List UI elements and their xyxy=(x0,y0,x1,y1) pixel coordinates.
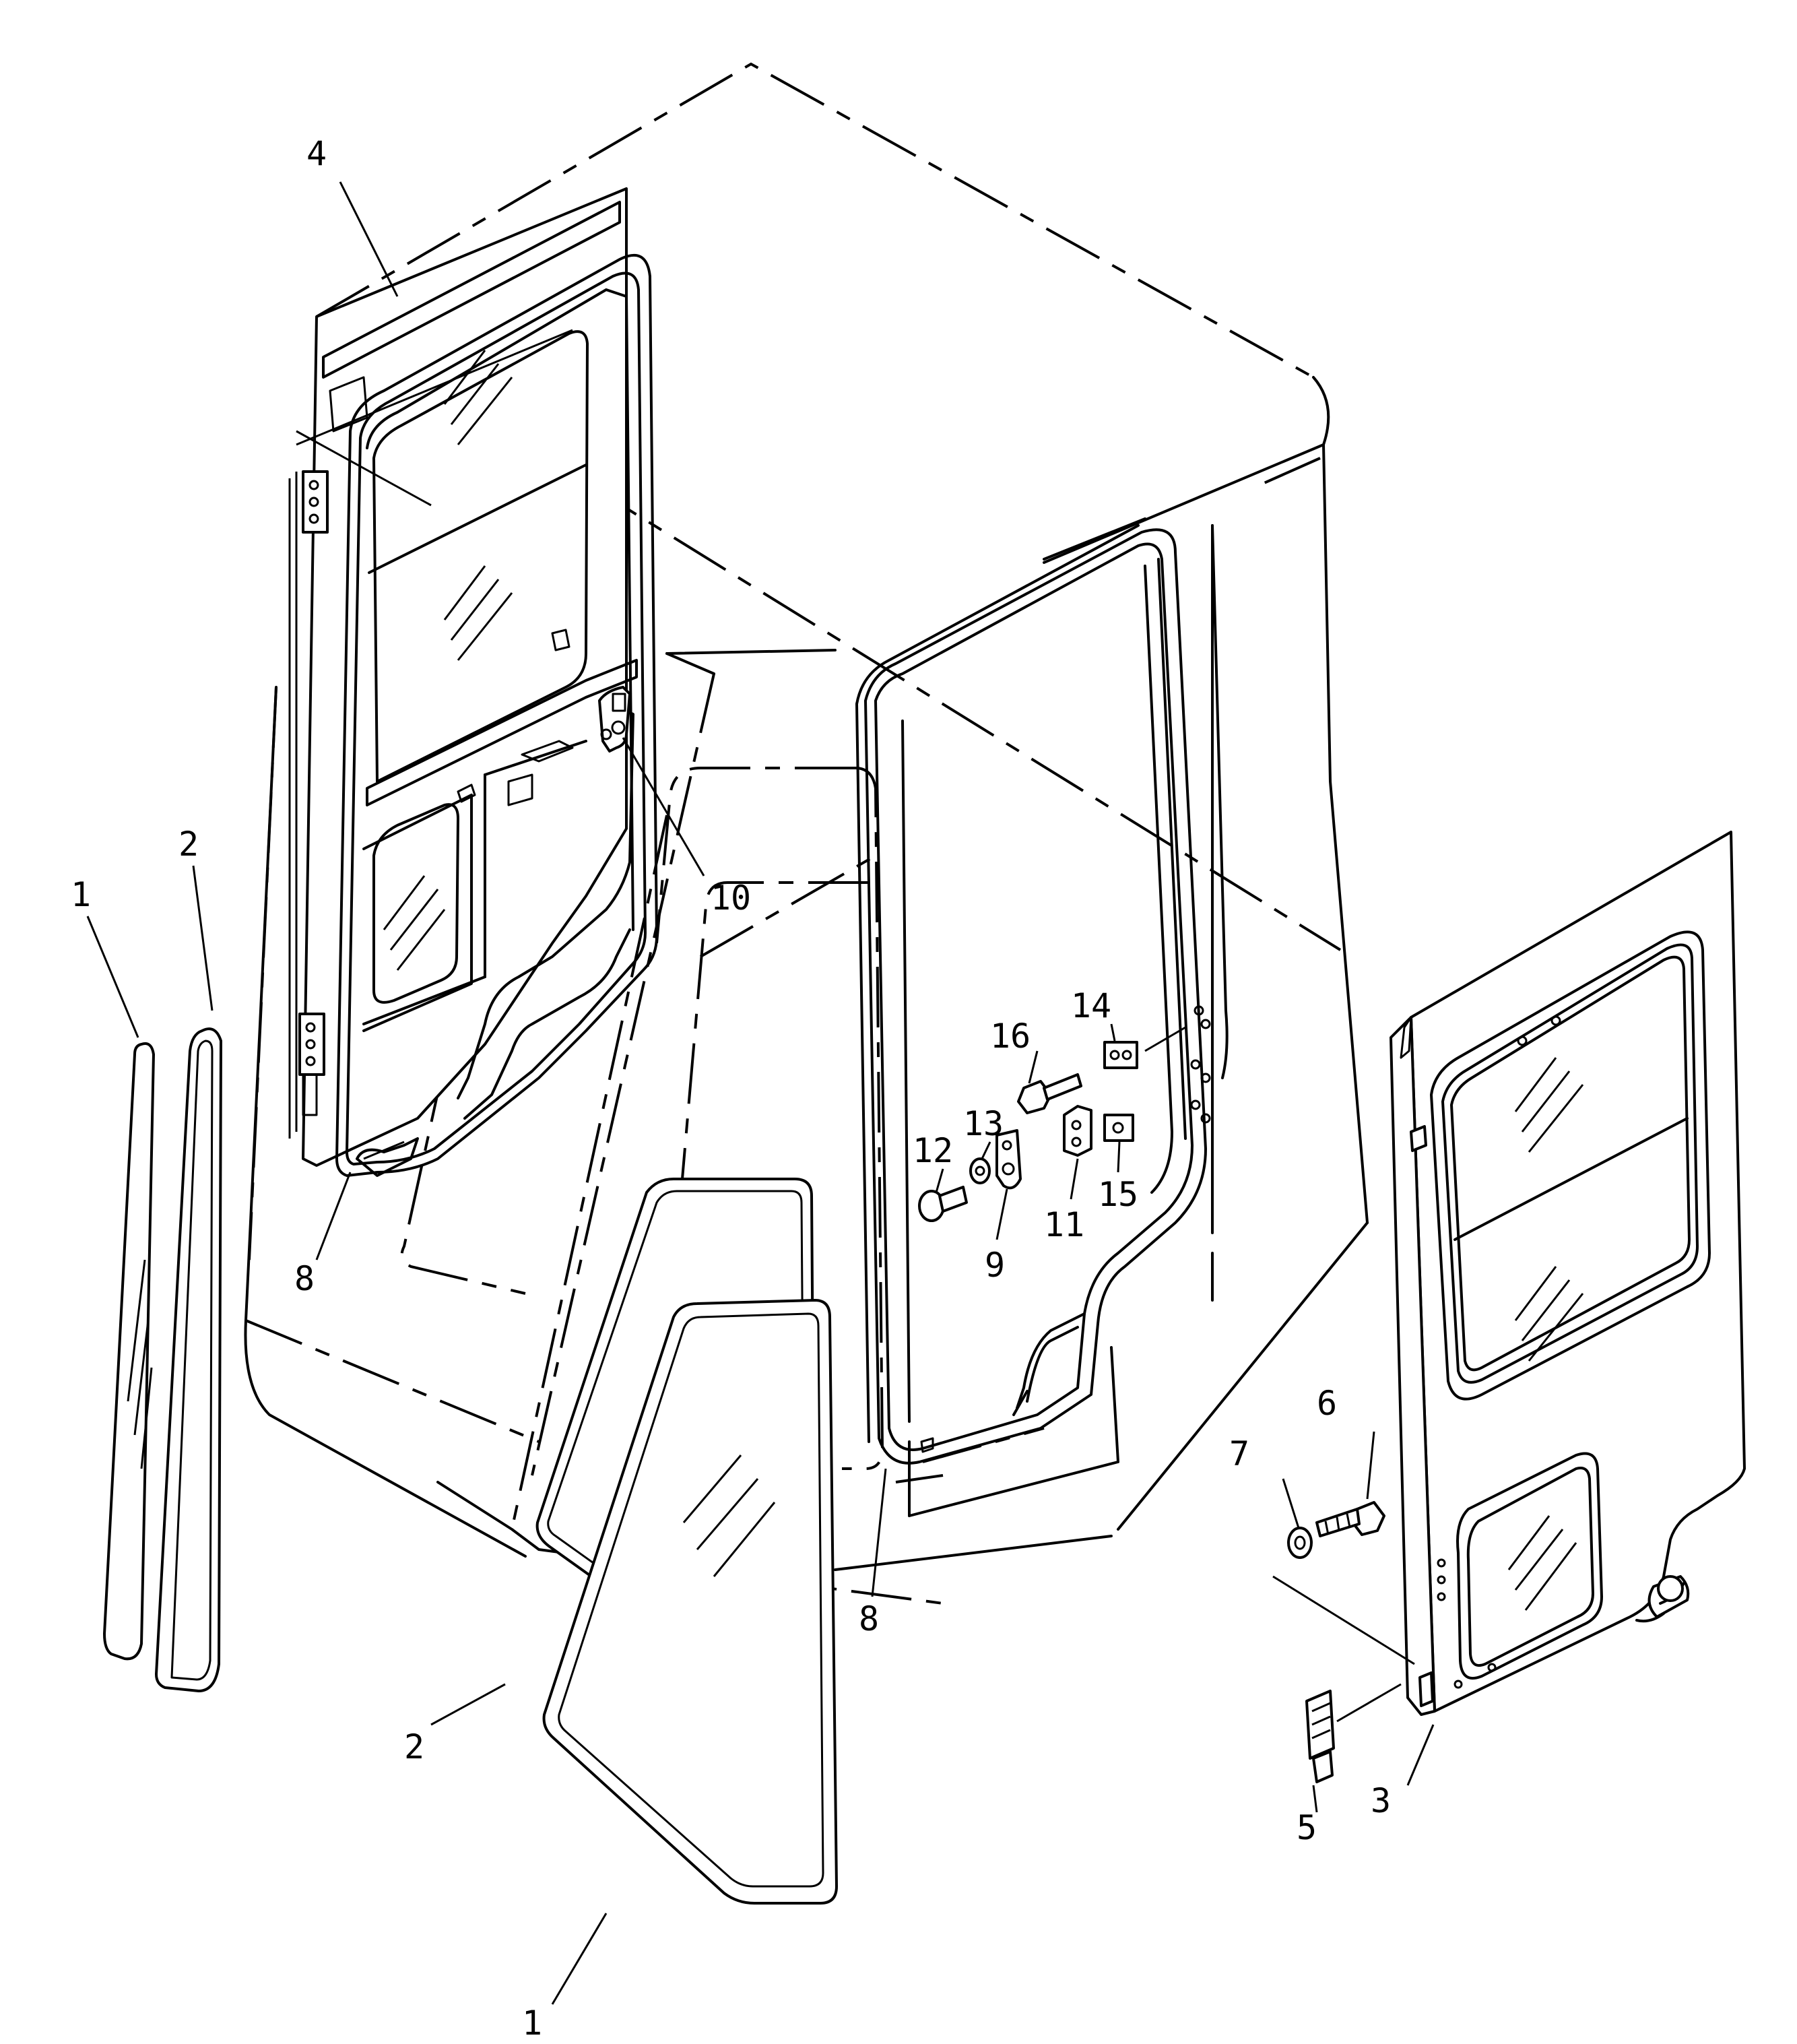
side-glass-1-left xyxy=(103,1042,155,1661)
cab-body-outline xyxy=(244,62,1369,1605)
washer-13 xyxy=(969,1157,991,1184)
striker-plate-15 xyxy=(1103,1114,1134,1142)
door-hinge-lower xyxy=(288,472,325,1139)
door-handle-3 xyxy=(1635,1575,1690,1623)
callout-8-left: 8 xyxy=(294,1259,315,1298)
callout-5: 5 xyxy=(1297,1808,1317,1847)
window-glass-upper xyxy=(443,350,513,661)
callout-14: 14 xyxy=(1071,986,1111,1025)
striker-plate-14 xyxy=(1103,1026,1186,1069)
door-latch-assembly xyxy=(598,686,631,753)
left-door-frame xyxy=(296,187,658,1177)
callout-6: 6 xyxy=(1317,1384,1337,1423)
catch-9 xyxy=(995,1129,1022,1190)
callout-labels: 1 1 2 2 3 4 5 6 7 8 8 9 10 11 12 13 14 1… xyxy=(71,134,1391,2043)
washer-7 xyxy=(1287,1527,1313,1559)
side-glass-1-center xyxy=(542,1299,838,1905)
callout-1-left: 1 xyxy=(71,875,91,914)
callout-16: 16 xyxy=(990,1017,1031,1056)
window-seal-2-left xyxy=(155,1027,222,1692)
callout-8-center: 8 xyxy=(859,1599,879,1638)
callout-2-left: 2 xyxy=(178,825,199,864)
door-hinge-upper xyxy=(302,470,329,534)
callout-4: 4 xyxy=(306,134,327,173)
callout-1-bottom: 1 xyxy=(522,2004,542,2043)
callout-7: 7 xyxy=(1229,1434,1249,1473)
callout-9: 9 xyxy=(985,1246,1005,1285)
cab-side-door-opening xyxy=(855,517,1229,1517)
door-3-right xyxy=(1390,831,1746,1716)
callout-13: 13 xyxy=(963,1104,1004,1143)
bolt-6 xyxy=(1315,1501,1385,1537)
leader-lines xyxy=(86,181,1435,2005)
hinge-5 xyxy=(1305,1690,1335,1783)
callout-10: 10 xyxy=(711,879,751,918)
latch-bracket-11 xyxy=(1063,1105,1092,1157)
callout-11: 11 xyxy=(1044,1205,1084,1244)
callout-3: 3 xyxy=(1371,1781,1391,1820)
bolt-16 xyxy=(1017,1073,1082,1114)
callout-15: 15 xyxy=(1098,1175,1138,1214)
bolt-12 xyxy=(918,1186,968,1222)
callout-2-center: 2 xyxy=(404,1727,424,1766)
callout-12: 12 xyxy=(913,1131,953,1170)
